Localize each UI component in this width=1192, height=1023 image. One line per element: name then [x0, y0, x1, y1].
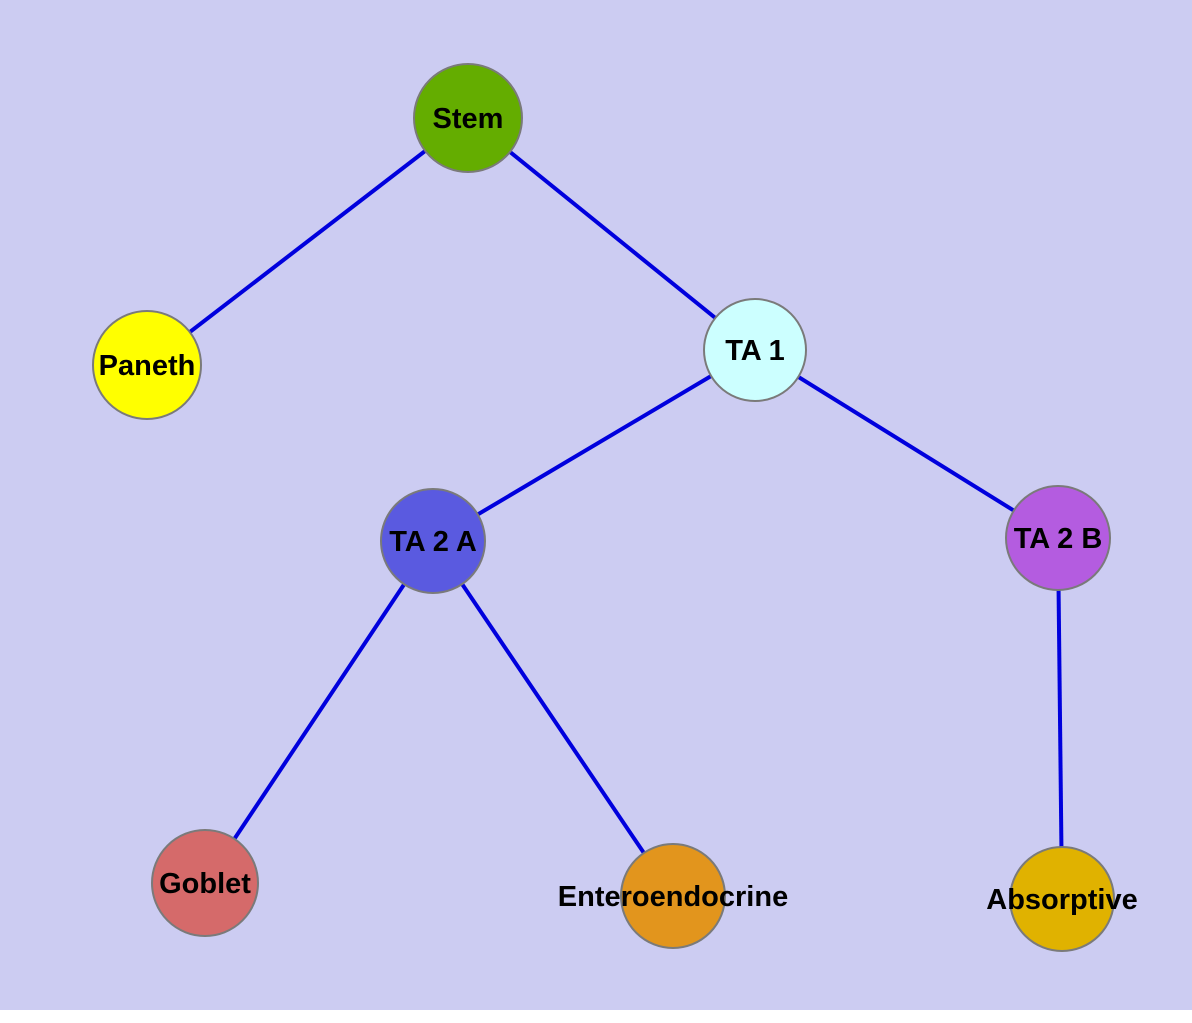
node-circle-ta2a: [380, 488, 486, 594]
node-paneth: Paneth: [92, 310, 202, 420]
node-circle-ta2b: [1005, 485, 1111, 591]
node-ta1: TA 1: [703, 298, 807, 402]
edges-layer: [145, 116, 1064, 900]
node-ta2b: TA 2 B: [1005, 485, 1111, 591]
node-stem: Stem: [413, 63, 523, 173]
edge-stem-ta1: [466, 116, 757, 352]
node-circle-stem: [413, 63, 523, 173]
node-goblet: Goblet: [151, 829, 259, 937]
edge-ta1-ta2a: [431, 348, 757, 543]
edge-ta2a-enteroendocrine: [431, 539, 675, 898]
edge-ta2a-goblet: [203, 539, 435, 885]
node-ta2a: TA 2 A: [380, 488, 486, 594]
edge-ta2b-absorptive: [1056, 537, 1064, 900]
node-circle-enteroendocrine: [620, 843, 726, 949]
edge-ta1-ta2b: [753, 348, 1060, 540]
node-circle-goblet: [151, 829, 259, 937]
node-circle-paneth: [92, 310, 202, 420]
node-circle-absorptive: [1009, 846, 1115, 952]
edge-stem-paneth: [145, 116, 470, 367]
node-circle-ta1: [703, 298, 807, 402]
